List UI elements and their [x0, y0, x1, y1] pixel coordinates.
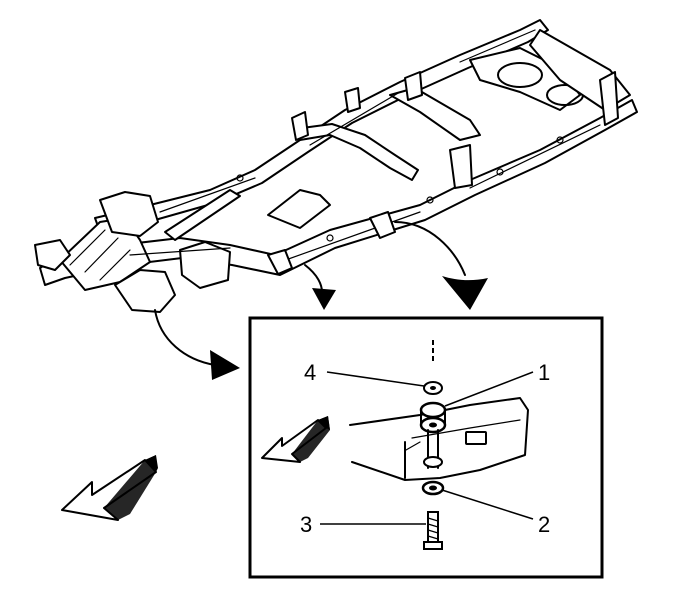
body-mount-bolt	[423, 511, 443, 550]
detail-pointer-arrows	[154, 221, 488, 380]
detail-arrow-icon-middle	[312, 288, 336, 310]
arched-crossmember	[299, 123, 419, 181]
front-suspension-bracket-right	[99, 191, 159, 237]
front-suspension-bracket-left	[114, 269, 176, 313]
transmission-crossmember	[267, 189, 331, 229]
callout-3: 3	[300, 512, 312, 537]
front-crossmember	[59, 217, 151, 291]
upper-body-mount-cushion	[419, 401, 447, 434]
leader-line-1	[444, 371, 534, 407]
callout-4: 4	[304, 360, 316, 385]
mount-nut	[423, 381, 443, 395]
crossmember-2	[164, 189, 241, 241]
detail-box: 4 1 2 3	[248, 316, 604, 579]
detail-front-direction-arrow-icon	[261, 416, 330, 463]
leader-line-2	[441, 489, 534, 520]
front-direction-arrow-icon	[61, 455, 158, 521]
detail-arrow-icon-left	[210, 350, 240, 380]
detail-arrow-icon-right	[442, 276, 488, 310]
vehicle-frame	[34, 19, 638, 313]
rear-crossmember	[389, 87, 481, 141]
leader-line-4	[326, 371, 425, 387]
lower-body-mount-cushion	[421, 480, 445, 496]
callout-2: 2	[538, 512, 550, 537]
callout-1: 1	[538, 360, 550, 385]
